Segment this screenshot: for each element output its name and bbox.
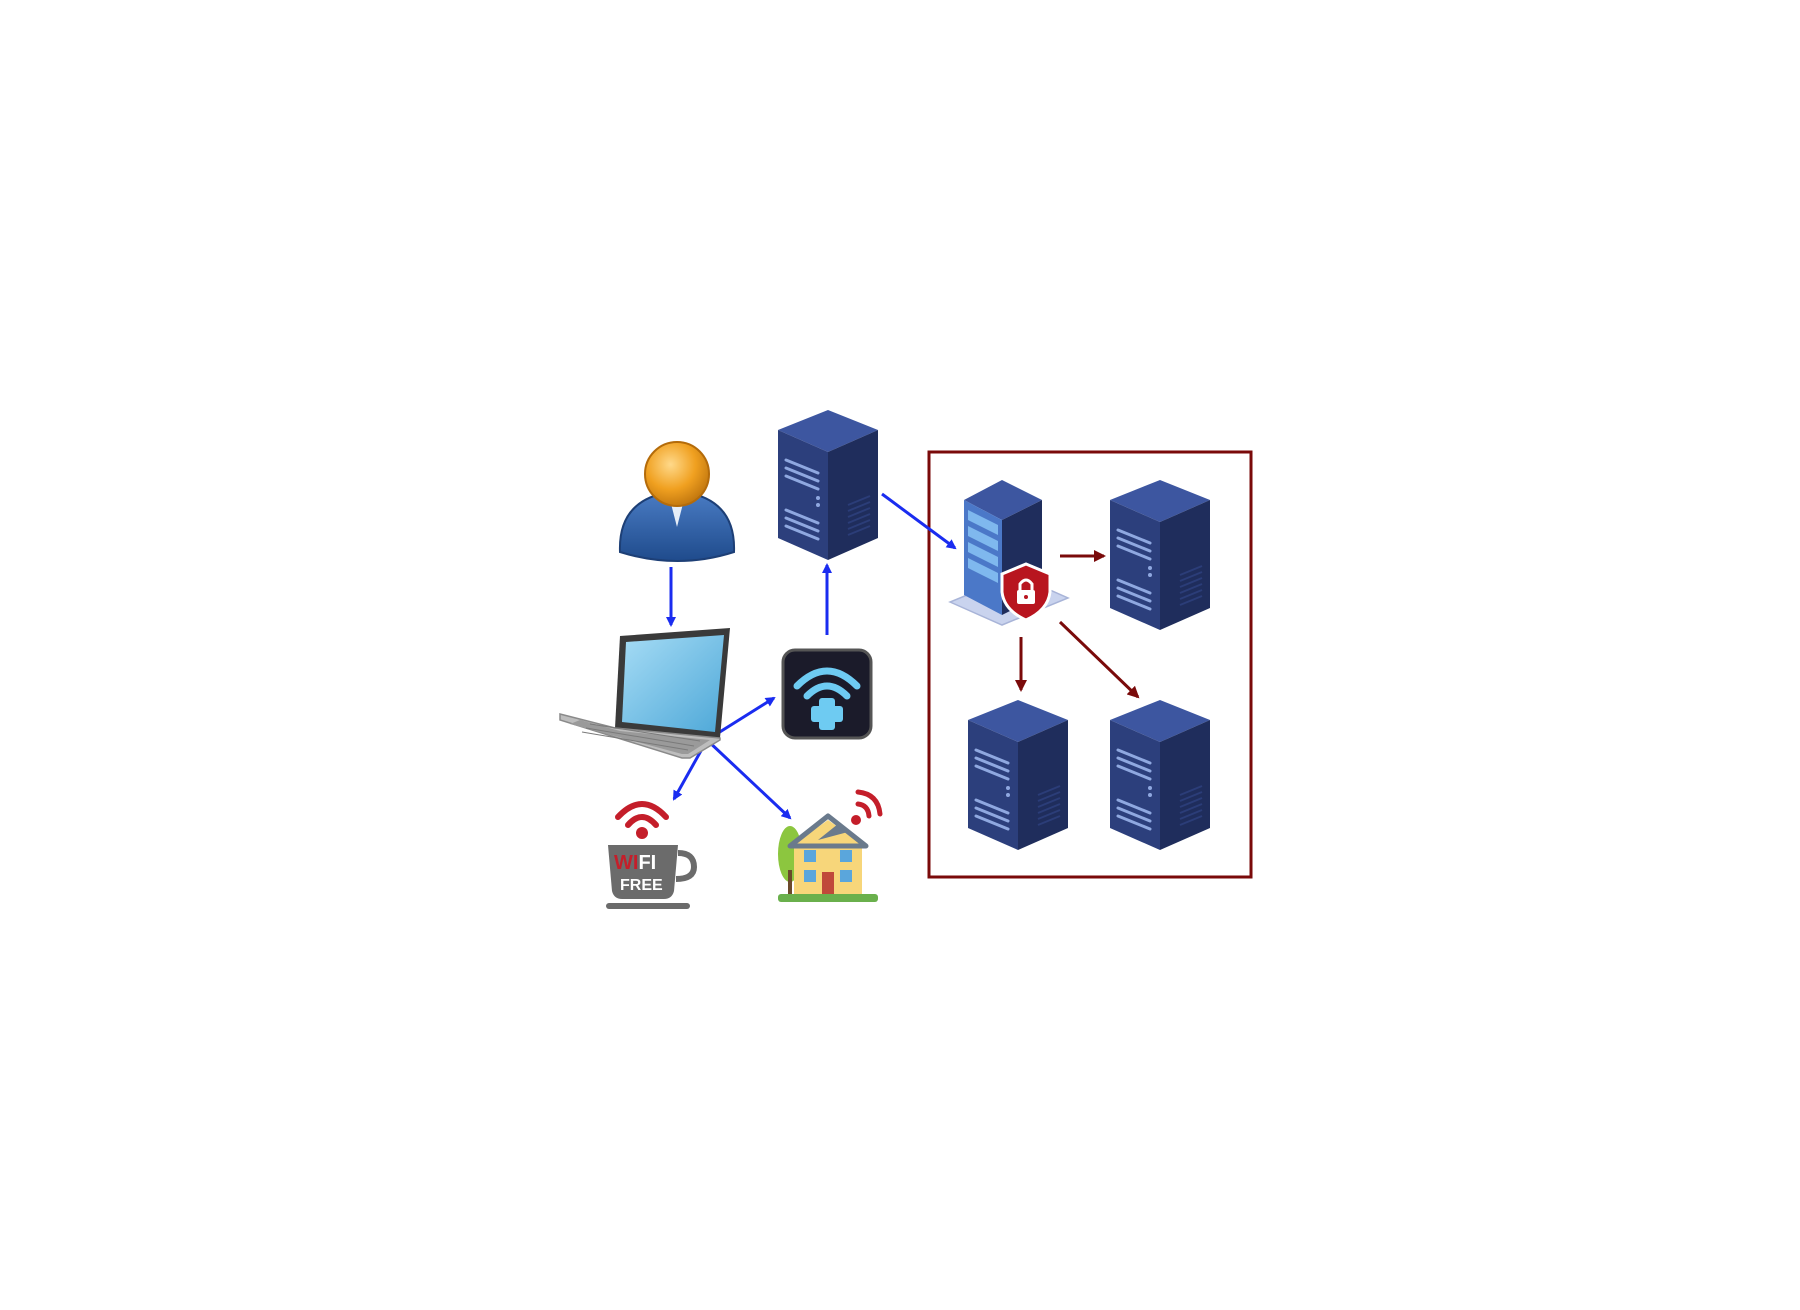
secure-zone-boundary [927,450,1253,879]
server-bottom-left-icon [966,698,1070,852]
wifi-plus-icon [781,648,873,740]
edge-gateway-secure [881,492,957,550]
cup-wifi-text-1: WI [614,852,638,874]
cup-wifi-text-2: FI [638,852,656,874]
user-icon [618,441,736,562]
home-wifi-icon [778,789,883,902]
laptop-icon [559,628,730,759]
svg-text:WIFI: WIFI [614,852,656,874]
gateway-server-icon [776,408,880,562]
server-bottom-right-icon [1108,698,1212,852]
edge-laptop-home [705,738,792,820]
server-right-icon [1108,478,1212,632]
free-wifi-cup-icon: WIFI FREE [606,801,698,909]
cup-free-text: FREE [620,877,663,894]
secure-server-lock-icon [948,480,1070,626]
edge-secure-bottom-right [1058,620,1140,699]
